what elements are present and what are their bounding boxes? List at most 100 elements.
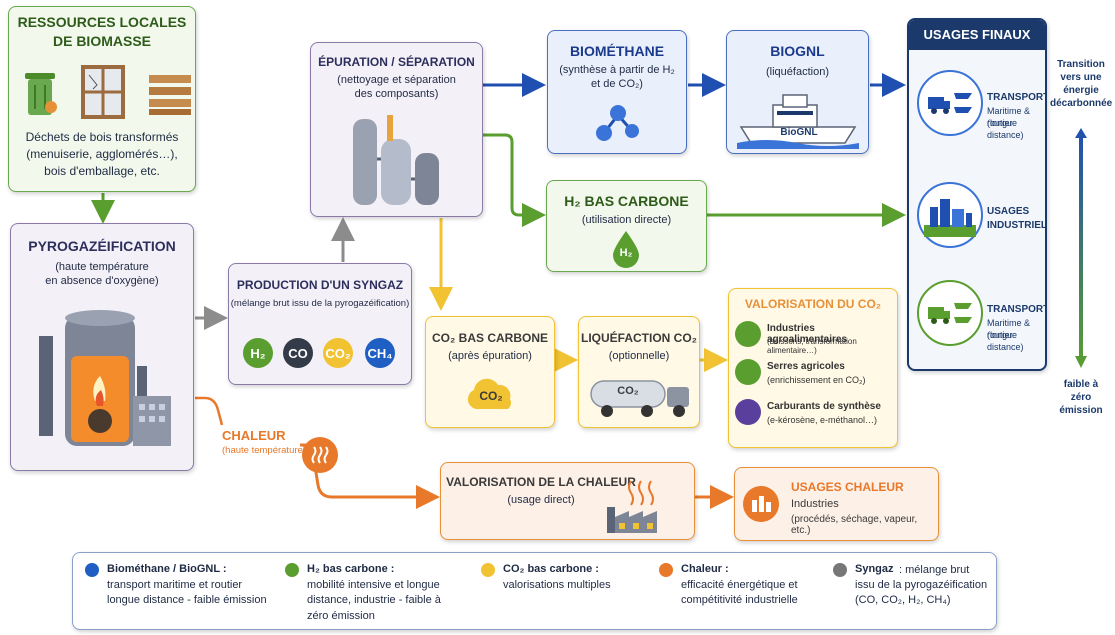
chip-co: CO [283,338,313,368]
epuration-subtitle: (nettoyage et séparation des composants) [337,74,456,101]
biognl-title: BIOGNL [770,43,825,59]
liquefaction-title: LIQUÉFACTION CO₂ [581,331,697,345]
valco2-item-2-title: Serres agricoles [767,361,845,372]
usage-2-sub1: INDUSTRIELS [987,220,1047,231]
biomethane-subtitle: (synthèse à partir de H₂ et de CO₂) [559,64,675,91]
chaleur-subtitle: (haute température) [222,445,306,456]
factory-icon [735,321,761,347]
usageschaleur-sub1: Industries [791,498,839,510]
greenhouse-icon [735,359,761,385]
arrow-epuration-h2 [483,133,546,227]
chaleur-title: CHALEUR [222,428,286,443]
valco2-item-3-title: Carburants de synthèse [767,401,881,412]
valco2-item-3-sub: (e-kérosène, e-méthanol…) [767,415,878,425]
usageschaleur-title: USAGES CHALEUR [791,480,904,494]
h2-title: H₂ BAS CARBONE [564,193,689,209]
gasifier-reactor-icon [35,306,175,456]
chip-h2: H₂ [243,338,273,368]
legend-box: Biométhane / BioGNL : transport maritime… [72,552,997,630]
syngaz-title: PRODUCTION D'UN SYNGAZ [236,278,404,292]
separation-columns-icon [347,109,447,209]
chip-ch4: CH₄ [365,338,395,368]
co2-cloud-icon: CO₂ [464,377,518,413]
legend-syngaz-text: issu de la pyrogazéification (CO, CO₂, H… [855,579,988,607]
co2-title: CO₂ BAS CARBONE [431,331,548,345]
usage-1-sub2: (longue distance) [987,118,1024,140]
co2-subtitle: (après épuration) [448,350,532,362]
biomass-box: RESSOURCES LOCALES DE BIOMASSE Déchets d… [8,6,196,192]
legend-biomethane-title: Biométhane / BioGNL : [107,563,227,575]
legend-dot-syngaz [833,563,847,577]
transport-routier-icon [917,280,983,346]
transition-arrow [1075,128,1087,368]
window-frame-icon [81,65,125,119]
heat-waves-icon [302,437,338,473]
pyro-subtitle: (haute température en absence d'oxygène) [45,261,159,288]
usage-3-sub1: Maritime & routier [987,318,1031,340]
biomass-description: Déchets de bois transformés (menuiserie,… [25,130,179,178]
legend-dot-co2 [481,563,495,577]
tanker-truck-icon: CO₂ [589,375,693,419]
transition-bottom-label: faible à zéro émission [1059,379,1103,416]
industries-icon [743,486,779,522]
usage-1-title: TRANSPORT [987,92,1047,103]
liquefaction-box: LIQUÉFACTION CO₂ (optionnelle) CO₂ [578,316,700,428]
legend-dot-biomethane [85,563,99,577]
co2-box: CO₂ BAS CARBONE (après épuration) CO₂ [425,316,555,428]
usage-3-title: TRANSPORT [987,304,1047,315]
biognl-subtitle: (liquéfaction) [766,66,829,78]
factory-heat-icon [601,477,681,535]
legend-chaleur-title: Chaleur : [681,563,729,575]
legend-dot-chaleur [659,563,673,577]
legend-syngaz-title: Syngaz [855,563,894,575]
legend-h2-title: H₂ bas carbone : [307,563,395,575]
industry-plant-icon [917,182,983,248]
lng-ship-icon: BioGNL [737,91,859,149]
legend-h2-text: mobilité intensive et longue distance, i… [307,579,441,622]
biomass-title: RESSOURCES LOCALES DE BIOMASSE [17,14,187,49]
biomethane-box: BIOMÉTHANE (synthèse à partir de H₂ et d… [547,30,687,154]
legend-chaleur-text: efficacité énergétique et compétitivité … [681,579,798,607]
legend-syngaz-line1: : mélange brut [899,564,970,576]
pyro-box: PYROGAZÉIFICATION (haute température en … [10,223,194,471]
valchaleur-box: VALORISATION DE LA CHALEUR (usage direct… [440,462,695,540]
syngaz-box: PRODUCTION D'UN SYNGAZ (mélange brut iss… [228,263,412,385]
usage-3-sub2: (longue distance) [987,330,1024,352]
valco2-box: VALORISATION DU CO₂ Industries agroalime… [728,288,898,448]
usages-finaux-panel: USAGES FINAUX TRANSPORT Maritime & routi… [907,18,1047,371]
biognl-box: BIOGNL (liquéfaction) BioGNL [726,30,869,154]
liquefaction-subtitle: (optionnelle) [608,350,670,362]
valchaleur-title: VALORISATION DE LA CHALEUR [446,475,636,489]
valchaleur-subtitle: (usage direct) [507,494,575,506]
epuration-title: ÉPURATION / SÉPARATION [318,55,475,69]
epuration-box: ÉPURATION / SÉPARATION (nettoyage et sép… [310,42,483,217]
h2-box: H₂ BAS CARBONE (utilisation directe) H₂ [546,180,707,272]
legend-biomethane-text: transport maritime et routier longue dis… [107,579,267,607]
ship-label: BioGNL [780,127,818,138]
valco2-item-1-sub: (boissons, transformation alimentaire…) [767,337,857,355]
valco2-item-1-title: Industries agroalimentaires [767,323,848,345]
valco2-title: VALORISATION DU CO₂ [744,297,882,311]
valco2-item-2-sub: (enrichissement en CO₂) [767,375,866,385]
usage-2-title: USAGES [987,206,1030,217]
molecule-icon [592,101,642,145]
usage-1-sub1: Maritime & routier [987,106,1031,128]
airplane-icon [735,399,761,425]
transport-maritime-icon [917,70,983,136]
legend-dot-h2 [285,563,299,577]
h2-drop-icon: H₂ [609,229,643,269]
trash-bin-icon [23,67,57,117]
arrow-pyro-chaleur [195,396,224,426]
pyro-title: PYROGAZÉIFICATION [28,238,176,254]
chip-co2: CO₂ [323,338,353,368]
usageschaleur-sub2: (procédés, séchage, vapeur, etc.) [791,514,918,536]
chaleur-label: CHALEUR (haute température) [222,428,312,456]
h2-subtitle: (utilisation directe) [581,214,672,226]
transition-top-label: Transition vers une énergie décarbonnée [1050,59,1113,109]
usageschaleur-box: USAGES CHALEUR Industries (procédés, séc… [734,467,939,541]
legend-co2-text: valorisations multiples [503,579,611,591]
legend-co2-title: CO₂ bas carbone : [503,563,599,575]
pallet-stack-icon [147,71,193,117]
biomethane-title: BIOMÉTHANE [569,43,665,59]
syngaz-subtitle: (mélange brut issu de la pyrogazéificati… [230,298,410,309]
